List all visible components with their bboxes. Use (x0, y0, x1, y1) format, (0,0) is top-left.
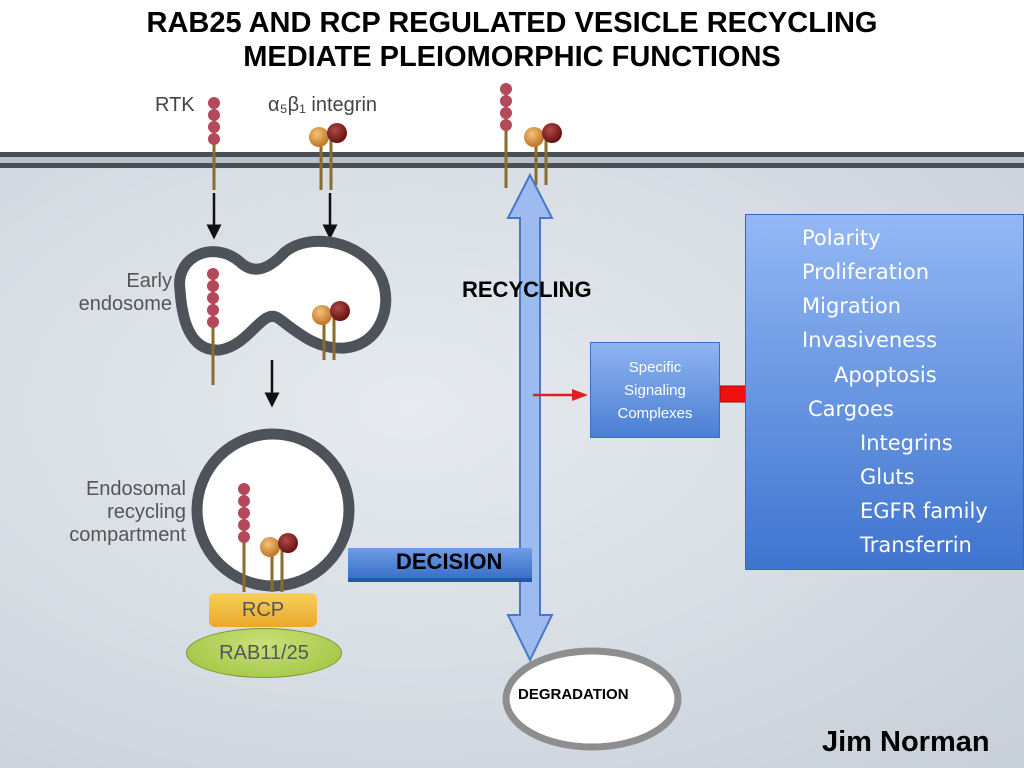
rab-ellipse: RAB11/25 (186, 628, 342, 678)
rtk-receptor-surface (208, 97, 220, 190)
early-endosome-label-line-2: endosome (78, 293, 172, 315)
cargo-transferrin: Transferrin (860, 533, 972, 557)
page-title: RAB25 AND RCP REGULATED VESICLE RECYCLIN… (0, 6, 1024, 74)
plasma-membrane (0, 152, 1024, 168)
functions-box: Polarity Proliferation Migration Invasiv… (745, 214, 1024, 570)
degradation-label: DEGRADATION (518, 686, 629, 703)
function-cargoes: Cargoes (808, 397, 894, 421)
integrin-label: α₅β₁ integrin (268, 94, 378, 116)
function-proliferation: Proliferation (802, 260, 930, 284)
ssc-line-3: Complexes (617, 404, 693, 422)
recycling-compartment (191, 428, 355, 592)
recycled-receptors-surface (500, 83, 562, 188)
function-apoptosis: Apoptosis (834, 363, 937, 387)
signaling-red-arrow (533, 389, 588, 401)
function-polarity: Polarity (802, 226, 881, 250)
function-invasiveness: Invasiveness (802, 328, 938, 352)
ssc-line-1: Specific (628, 358, 682, 376)
early-endosome (174, 235, 392, 385)
signaling-complexes-box: Specific Signaling Complexes (590, 342, 720, 438)
cargo-egfr-family: EGFR family (860, 499, 988, 523)
erc-label-line-3: compartment (69, 524, 186, 546)
rcp-box: RCP (209, 593, 317, 627)
function-migration: Migration (802, 294, 902, 318)
cargo-gluts: Gluts (860, 465, 915, 489)
author-credit: Jim Norman (822, 726, 990, 758)
recycling-label: RECYCLING (462, 277, 592, 302)
decision-label: DECISION (396, 549, 503, 574)
ssc-line-2: Signaling (624, 381, 686, 399)
erc-label-line-1: Endosomal (85, 478, 186, 500)
recycling-compartment-label: Endosomal recycling compartment (40, 478, 186, 547)
recycling-degradation-arrow (506, 172, 554, 663)
degradation-lysosome (502, 647, 682, 751)
rtk-label: RTK (155, 94, 195, 116)
title-line-1: RAB25 AND RCP REGULATED VESICLE RECYCLIN… (146, 7, 878, 39)
title-line-2: MEDIATE PLEIOMORPHIC FUNCTIONS (243, 41, 781, 73)
integrin-receptor-surface (309, 123, 347, 190)
early-endosome-label: Early endosome (58, 270, 172, 316)
decision-bar: DECISION (348, 548, 532, 582)
cargo-integrins: Integrins (860, 431, 953, 455)
erc-label-line-2: recycling (107, 501, 186, 523)
early-endosome-label-line-1: Early (126, 270, 172, 292)
